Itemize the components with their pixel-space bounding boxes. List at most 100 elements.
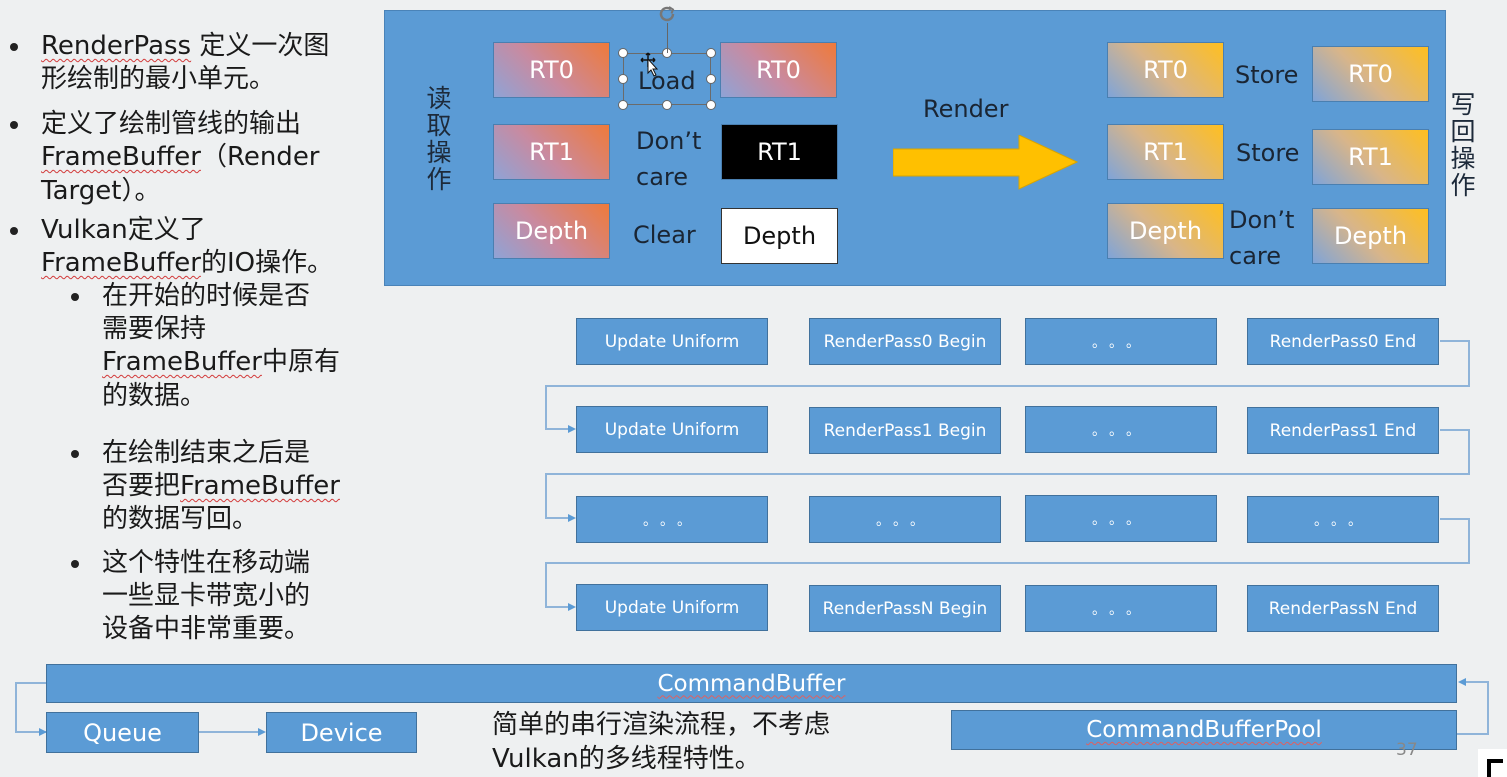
text: （Render — [200, 142, 320, 172]
queue-box[interactable]: Queue — [46, 712, 199, 753]
bullet-dot — [71, 560, 79, 568]
text: 中原有 — [261, 347, 340, 377]
sub-bullet-3-line-2: 一些显卡带宽小的 — [102, 580, 310, 613]
store-result-depth[interactable]: Depth — [1312, 208, 1429, 264]
render-label: Render — [923, 95, 1009, 123]
load-source-depth[interactable]: Depth — [493, 203, 610, 259]
bullet-1-line-1: RenderPass 定义一次图 — [41, 30, 329, 63]
text: 的IO操作。 — [200, 248, 334, 278]
resize-handle[interactable] — [706, 48, 716, 58]
store-source-depth[interactable]: Depth — [1107, 203, 1224, 259]
resize-handle[interactable] — [618, 48, 628, 58]
spellcheck-word: FrameBuffer — [180, 471, 340, 501]
text: Vulkan定义了 — [41, 215, 206, 245]
command-buffer-label: CommandBuffer — [657, 670, 846, 697]
resize-handle[interactable] — [618, 74, 628, 84]
flow-step-ellipsis[interactable]: 。。。 — [576, 496, 768, 543]
corner-widget — [1478, 749, 1507, 777]
load-result-rt0[interactable]: RT0 — [720, 42, 837, 98]
text: 定义一次图 — [191, 31, 330, 61]
flow-step-update-uniform[interactable]: Update Uniform — [576, 318, 768, 365]
text: 需要保持 — [102, 314, 207, 344]
bullet-dot — [10, 227, 18, 235]
load-source-rt1[interactable]: RT1 — [493, 124, 610, 180]
flow-step-renderpass0-begin[interactable]: RenderPass0 Begin — [809, 318, 1001, 365]
connector-line — [545, 340, 1470, 430]
sub-bullet-2-line-3: 的数据写回。 — [102, 503, 258, 536]
connector-line — [545, 429, 1470, 519]
bullet-dot — [71, 293, 79, 301]
store-result-rt1[interactable]: RT1 — [1312, 129, 1429, 185]
flow-step-ellipsis[interactable]: 。。。 — [1025, 585, 1217, 632]
flow-step-renderpass1-begin[interactable]: RenderPass1 Begin — [809, 407, 1001, 454]
flow-step-renderpass0-end[interactable]: RenderPass0 End — [1247, 318, 1439, 365]
load-result-depth[interactable]: Depth — [721, 208, 838, 264]
sub-bullet-1-line-4: 的数据。 — [102, 380, 206, 413]
sub-bullet-3-line-1: 这个特性在移动端 — [102, 547, 310, 580]
load-op-dont-care[interactable]: Don’t care — [636, 127, 702, 191]
spellcheck-word: FrameBuffer — [41, 248, 201, 278]
flow-step-renderpassn-end[interactable]: RenderPassN End — [1247, 585, 1439, 632]
load-op-clear[interactable]: Clear — [633, 221, 696, 249]
store-result-rt0[interactable]: RT0 — [1312, 46, 1429, 102]
corner-mark-icon — [1487, 759, 1503, 777]
sub-bullet-3-line-3: 设备中非常重要。 — [102, 613, 310, 646]
caption-line-1: 简单的串行渲染流程，不考虑 — [492, 710, 831, 740]
store-op-store-rt1[interactable]: Store — [1236, 139, 1300, 167]
text: 的数据写回。 — [102, 504, 259, 534]
bullet-dot — [10, 121, 18, 129]
text: 在开始的时候是否 — [102, 281, 311, 311]
resize-handle[interactable] — [706, 100, 716, 110]
sub-bullet-2-line-2: 否要把FrameBuffer — [102, 470, 340, 503]
caption: 简单的串行渲染流程，不考虑 Vulkan的多线程特性。 — [492, 708, 830, 776]
bullet-2-line-2: FrameBuffer（Render — [41, 141, 320, 174]
load-result-rt1[interactable]: RT1 — [721, 124, 838, 180]
arrowhead — [39, 728, 47, 736]
store-source-rt0[interactable]: RT0 — [1107, 42, 1224, 98]
spellcheck-word: RenderPass — [41, 31, 192, 61]
connector-line — [1457, 681, 1489, 735]
flow-step-ellipsis[interactable]: 。。。 — [1025, 318, 1217, 365]
page-number: 37 — [1396, 740, 1418, 760]
command-buffer-pool-label: CommandBufferPool — [1086, 717, 1322, 743]
text: 形绘制的最小单元。 — [41, 64, 276, 94]
flow-step-ellipsis[interactable]: 。。。 — [1025, 495, 1217, 542]
load-source-rt0[interactable]: RT0 — [493, 42, 610, 98]
sub-bullet-1-line-1: 在开始的时候是否 — [102, 280, 310, 313]
store-op-dont-care[interactable]: Don’t care — [1229, 206, 1295, 270]
caption-line-2: Vulkan的多线程特性。 — [492, 744, 761, 774]
bullet-1-line-2: 形绘制的最小单元。 — [41, 63, 275, 96]
resize-handle[interactable] — [662, 100, 672, 110]
bullet-3-line-2: FrameBuffer的IO操作。 — [41, 247, 333, 280]
command-buffer-pool-box[interactable]: CommandBufferPool — [951, 710, 1457, 750]
rotate-handle-icon[interactable] — [656, 3, 678, 25]
sub-bullet-1-line-3: FrameBuffer中原有 — [102, 346, 340, 379]
connector-line — [545, 518, 1470, 608]
text: 设备中非常重要。 — [102, 614, 311, 644]
arrowhead — [568, 603, 576, 611]
sub-bullet-2-line-1: 在绘制结束之后是 — [102, 437, 310, 470]
renderpass-io-panel: 读取操作 RT0 RT1 Depth Load Don’t care Clear… — [384, 6, 1476, 286]
move-cursor-icon — [640, 52, 659, 77]
flow-step-ellipsis[interactable]: 。。。 — [809, 496, 1001, 543]
store-source-rt1[interactable]: RT1 — [1107, 124, 1224, 180]
resize-handle[interactable] — [706, 74, 716, 84]
sub-bullet-1-line-2: 需要保持 — [102, 313, 206, 346]
flow-step-update-uniform[interactable]: Update Uniform — [576, 406, 768, 453]
flow-step-ellipsis[interactable]: 。。。 — [1247, 496, 1439, 543]
text: 这个特性在移动端 — [102, 548, 311, 578]
command-buffer-bar[interactable]: CommandBuffer — [46, 664, 1457, 703]
device-box[interactable]: Device — [266, 712, 417, 753]
flow-step-renderpass1-end[interactable]: RenderPass1 End — [1247, 407, 1439, 454]
flow-step-ellipsis[interactable]: 。。。 — [1025, 406, 1217, 453]
flow-step-renderpassn-begin[interactable]: RenderPassN Begin — [809, 585, 1001, 632]
store-op-store-rt0[interactable]: Store — [1235, 61, 1299, 89]
resize-handle[interactable] — [618, 100, 628, 110]
arrowhead — [568, 514, 576, 522]
flow-step-update-uniform[interactable]: Update Uniform — [576, 584, 768, 631]
bullet-2-line-3: Target）。 — [41, 175, 160, 208]
spellcheck-word: FrameBuffer — [102, 347, 262, 377]
spellcheck-word: FrameBuffer — [41, 142, 201, 172]
text: 一些显卡带宽小的 — [102, 581, 311, 611]
